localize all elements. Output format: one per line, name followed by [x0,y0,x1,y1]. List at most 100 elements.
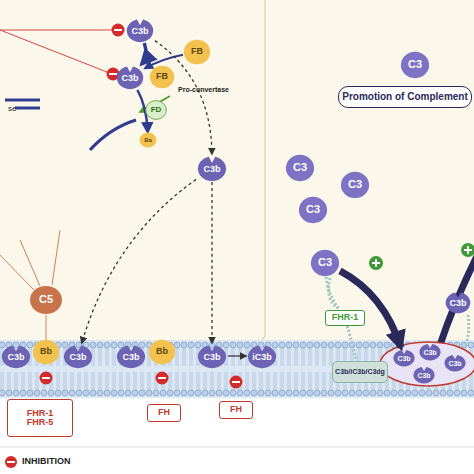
node-text: C3 [408,59,422,71]
lipid-head [377,390,383,396]
lipid-tail [288,372,290,390]
lipid-head [167,390,173,396]
pathway-arrow [228,355,246,356]
lipid-head [335,390,341,396]
lipid-head [195,390,201,396]
node-text: C3b [121,74,138,83]
lipid-head [104,342,110,348]
lipid-tail [169,372,171,390]
pathway-arrow [142,43,146,64]
legend-rule [0,447,474,448]
lipid-head [300,390,306,396]
node-text: C3b [203,353,220,362]
c3-protein: C3 [285,154,315,182]
node-text: FD [151,106,162,114]
lipid-tail [309,348,311,366]
node-text: C3b [448,360,461,367]
lipid-tail [316,348,318,366]
lipid-tail [113,348,115,366]
lipid-head [181,390,187,396]
c3b-protein: C3b [115,343,147,369]
c3b-protein: C3b [443,353,467,372]
node-text: C3b [7,353,24,362]
lipid-head [377,342,383,348]
node-text: iC3b [252,353,272,362]
lipid-head [181,342,187,348]
node-text: C3b [131,27,148,36]
fhr1-chain [466,315,469,345]
lipid-tail [288,348,290,366]
lipid-head [244,390,250,396]
node-text: FB [191,47,203,56]
node-text: C3 [348,179,362,191]
node-text: C3b [122,353,139,362]
c3-protein: C3 [340,171,370,199]
lipid-head [132,390,138,396]
lipid-head [118,390,124,396]
lipid-tail [197,372,199,390]
lipid-tail [267,372,269,390]
node-text: FHR-1 [27,409,54,418]
lipid-head [0,390,5,396]
pathway-arrow [211,182,212,343]
lipid-tail [211,372,213,390]
lipid-head [426,390,432,396]
c3b-protein: C3b [115,64,145,90]
lipid-head [279,342,285,348]
pathway-arrow [155,41,212,154]
lipid-head [321,342,327,348]
lipid-tail [92,348,94,366]
c3b-protein: C3b [412,365,436,384]
node-text: FHR-5 [27,418,54,427]
lipid-head [6,390,12,396]
lipid-head [314,390,320,396]
lipid-head [335,342,341,348]
lipid-tail [127,372,129,390]
inhibition-line [0,30,112,74]
regulator-box: FH [219,401,253,419]
lipid-head [209,342,215,348]
lipid-tail [71,372,73,390]
lipid-tail [309,372,311,390]
lipid-head [20,390,26,396]
lipid-head [153,390,159,396]
c5-binding-line [46,315,47,340]
lipid-head [76,390,82,396]
regulator-box: FH [147,404,181,422]
node-text: C3b [423,349,436,356]
lipid-head [230,342,236,348]
pathway-arrow [326,277,339,310]
lipid-head [188,342,194,348]
lipid-head [125,390,131,396]
lipid-tail [29,372,31,390]
lipid-head [433,390,439,396]
lipid-head [111,342,117,348]
c3-protein: C3 [310,249,340,277]
node-text: FH [230,405,242,414]
lipid-tail [120,372,122,390]
lipid-head [118,342,124,348]
lipid-head [300,342,306,348]
factor-protein: Bb [148,339,176,365]
legend-symbol [5,456,17,468]
lipid-head [293,342,299,348]
c3b-protein: C3b [444,290,472,314]
regulator-box: FHR-1FHR-5 [7,399,73,437]
lipid-head [461,390,467,396]
lipid-head [328,390,334,396]
node-text: C3b [449,299,466,308]
lipid-head [314,342,320,348]
lipid-head [244,342,250,348]
lipid-head [468,390,474,396]
lipid-tail [204,372,206,390]
node-text: FB [156,72,168,81]
node-text: C3b [203,165,220,174]
left-panel [0,0,265,342]
c3b-protein: C3b [418,342,442,361]
lipid-head [286,390,292,396]
lipid-head [209,390,215,396]
lipid-head [370,390,376,396]
convertase-arrow [90,120,136,150]
lipid-head [223,342,229,348]
lipid-head [447,390,453,396]
